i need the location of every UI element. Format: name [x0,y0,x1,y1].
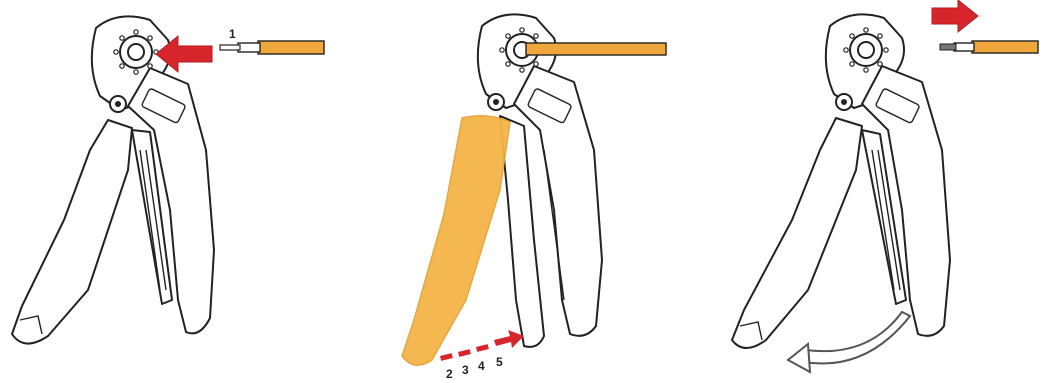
step-2-label: 2 [446,367,453,381]
step-4-label: 4 [478,359,485,373]
hexagonal-die-icon [844,28,888,72]
step-5-label: 5 [496,355,503,369]
step-3-label: 3 [462,363,469,377]
crimper-inner-handle [500,116,544,347]
dashed-press-arrow-icon [440,330,524,361]
highlighted-handle [402,116,510,365]
wire-inserted [526,43,666,55]
crimper-movable-handle [732,118,862,348]
step-1-label: 1 [229,27,236,41]
hexagonal-die-icon [114,30,158,74]
crimper-movable-handle [12,120,132,344]
wire-with-ferrule [220,41,324,54]
panel-step-1-insert-wire: 1 [0,0,348,383]
release-return-arrow-icon [788,312,910,372]
panel-step-6-release-remove [696,0,1044,383]
remove-arrow-icon [932,0,978,32]
crimped-wire [940,41,1038,53]
panel-step-2-5-press: 2 3 4 5 [348,0,696,383]
